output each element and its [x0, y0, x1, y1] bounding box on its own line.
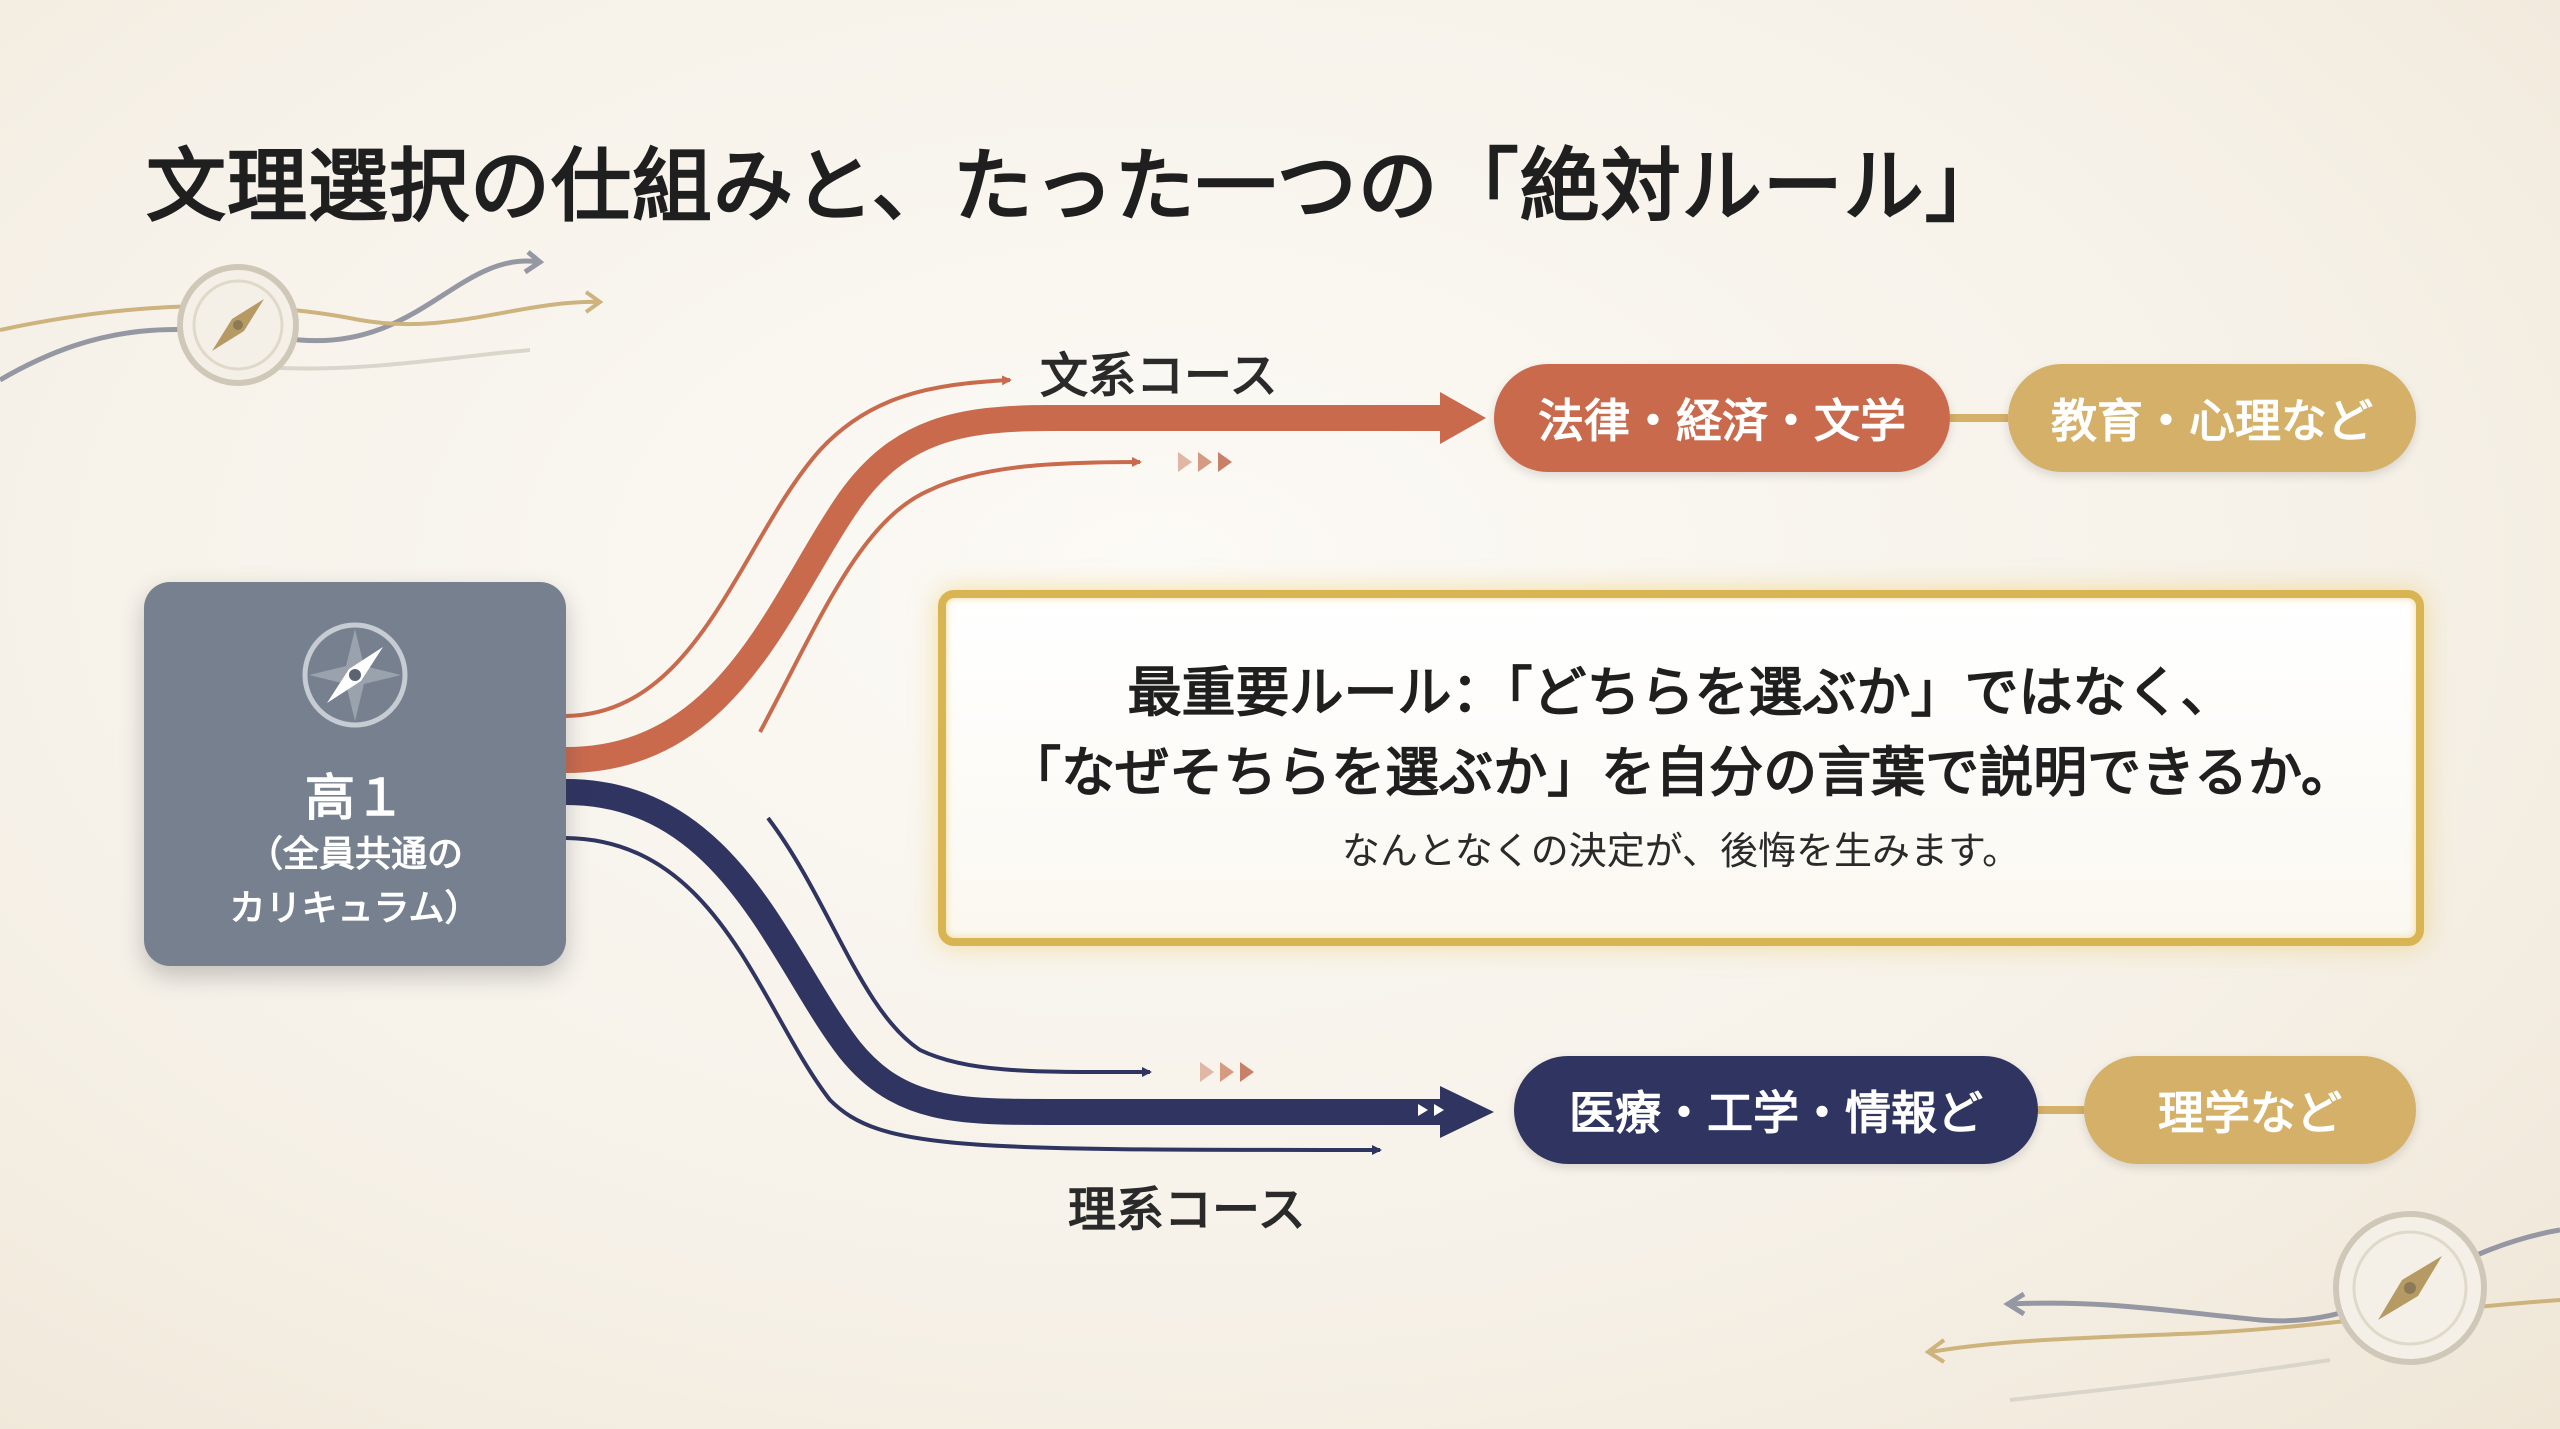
rule-line-1: 最重要ルール：「どちらを選ぶか」ではなく、	[1127, 661, 2235, 724]
page-title: 文理選択の仕組みと、たった一つの「絶対ルール」	[146, 140, 2006, 233]
start-note-line2: カリキュラム）	[229, 888, 481, 929]
compass-icon	[2333, 1211, 2487, 1365]
decorative-swoosh-top-left	[0, 250, 604, 383]
start-node: 高１ （全員共通の カリキュラム）	[144, 582, 566, 966]
bunkei-flow-arrows	[565, 375, 1486, 773]
start-note-line1: （全員共通の	[246, 834, 463, 875]
rule-callout: 最重要ルール：「どちらを選ぶか」ではなく、 「なぜそちらを選ぶか」を自分の言葉で…	[938, 590, 2424, 946]
start-note: （全員共通の カリキュラム）	[144, 828, 566, 936]
compass-icon	[302, 622, 408, 728]
rikei-course-label: 理系コース	[1068, 1182, 1306, 1238]
rule-line-2: 「なぜそちらを選ぶか」を自分の言葉で説明できるか。	[1007, 741, 2355, 804]
bunkei-course-label: 文系コース	[1040, 348, 1278, 404]
rikei-flow-arrows	[565, 779, 1494, 1155]
rikei-primary-pill: 医療・工学・情報ど	[1514, 1056, 2038, 1164]
start-grade: 高１	[305, 769, 405, 827]
compass-icon	[177, 264, 299, 386]
rule-subtext: なんとなくの決定が、後悔を生みます。	[1341, 829, 2021, 873]
bunkei-secondary-pill: 教育・心理など	[2008, 364, 2416, 472]
bunkei-primary-pill: 法律・経済・文学	[1494, 364, 1950, 472]
rikei-secondary-pill: 理学など	[2084, 1056, 2416, 1164]
